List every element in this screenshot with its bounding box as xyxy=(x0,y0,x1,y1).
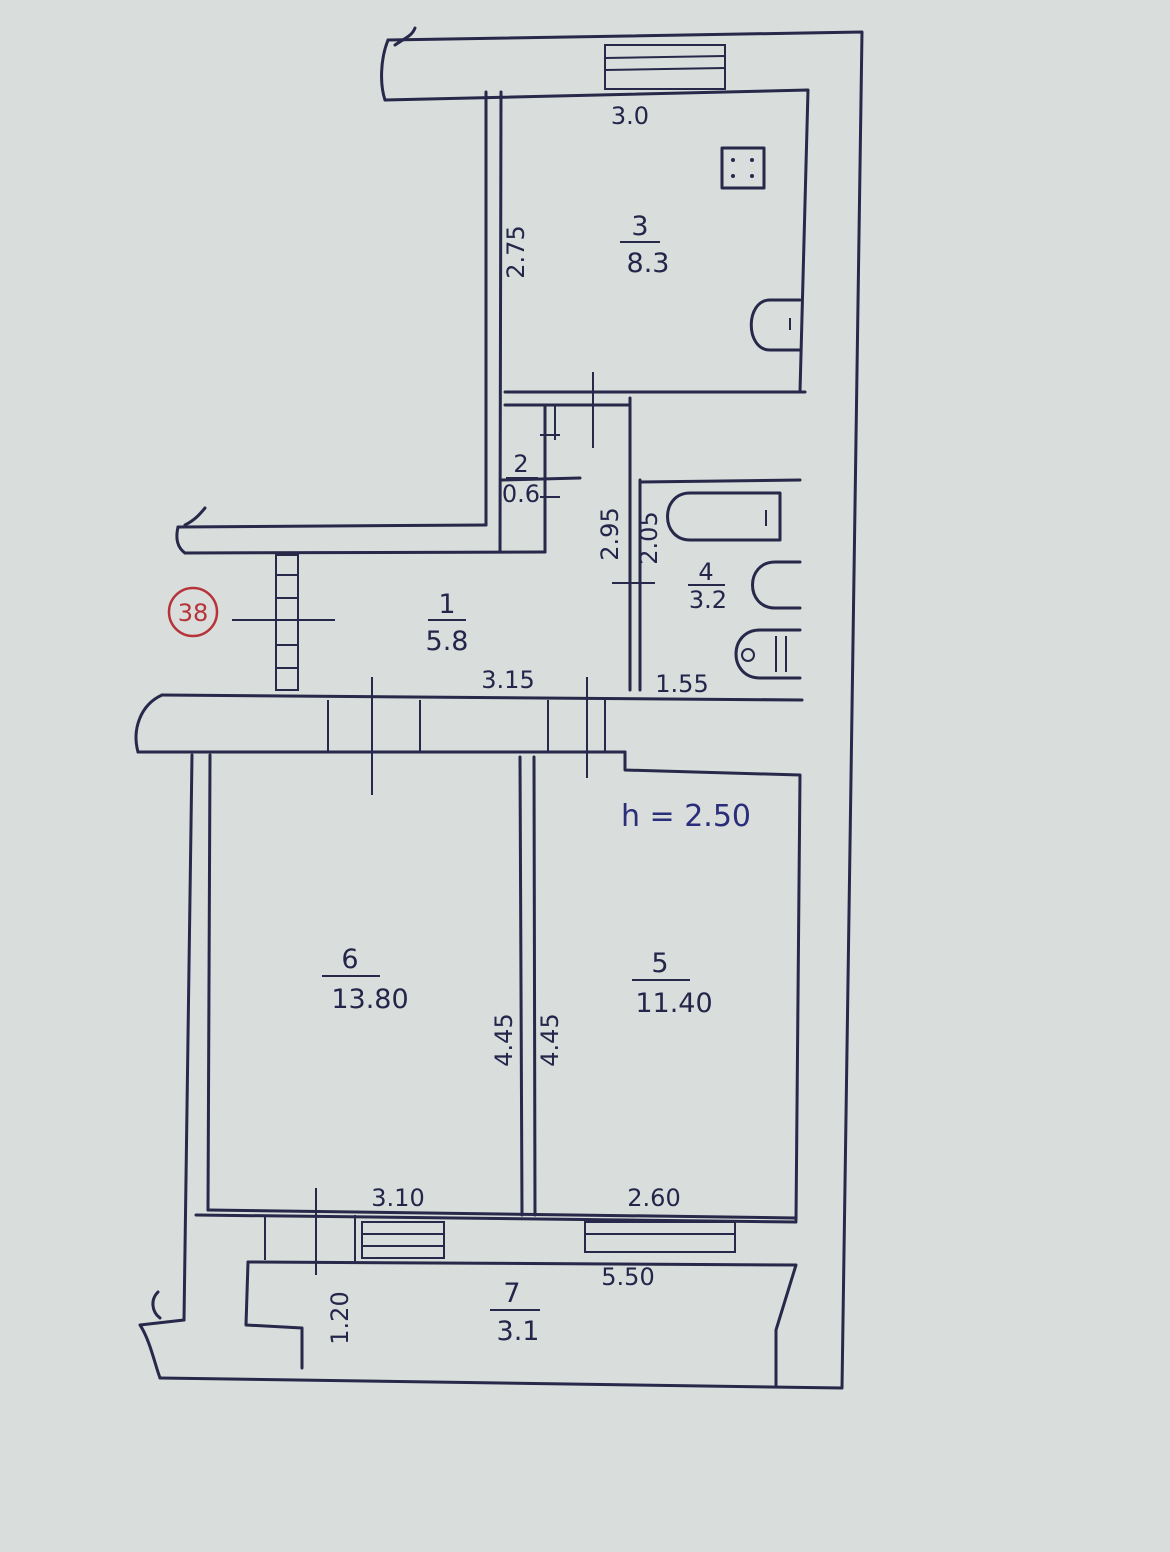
kitchen-width-label: 3.0 xyxy=(611,102,649,130)
stove-burners xyxy=(731,158,754,178)
wall-break-corridor xyxy=(134,693,164,754)
wall-break-left xyxy=(175,525,187,555)
room-5-area: 11.40 xyxy=(635,988,712,1019)
apartment-number-badge: 38 xyxy=(167,586,219,638)
partition-wall-left xyxy=(518,755,524,1217)
fixtures xyxy=(666,146,802,680)
ceiling-height-note: h = 2.50 xyxy=(621,799,751,834)
bath-depth-inner-label: 2.05 xyxy=(635,511,663,564)
stove-icon xyxy=(720,146,766,190)
dimension-labels: 3.0 2.75 3.15 1.55 2.95 2.05 4.45 4.45 3… xyxy=(326,102,709,1345)
room-3-number: 3 xyxy=(631,211,648,242)
bath-top-wall xyxy=(638,478,802,484)
kitchen-top-wall xyxy=(383,88,810,394)
kitchen-depth-label: 2.75 xyxy=(502,225,530,278)
partition-wall-right xyxy=(532,755,537,1217)
balcony-width-label: 5.50 xyxy=(601,1263,654,1291)
corridor-top-wall xyxy=(160,693,804,702)
storage-shelf xyxy=(500,476,582,482)
bath-depth-outer-label: 2.95 xyxy=(596,507,624,560)
balcony-depth-label: 1.20 xyxy=(326,1291,354,1344)
room6-left-wall xyxy=(206,753,212,1212)
room6-width-label: 3.10 xyxy=(371,1184,424,1212)
hall-top-wall-outer xyxy=(176,523,488,529)
room-7-area: 3.1 xyxy=(497,1316,540,1347)
toilet-icon xyxy=(734,628,802,680)
room-labels: 1 5.8 2 0.6 3 8.3 4 3.2 5 11.40 6 13.80 … xyxy=(322,211,727,1347)
kitchen-window-pane-1 xyxy=(604,55,726,59)
openings xyxy=(232,44,736,1275)
room-7-number: 7 xyxy=(503,1278,520,1309)
apartment-number: 38 xyxy=(178,599,209,627)
bath-width-label: 1.55 xyxy=(655,670,708,698)
washbasin-icon xyxy=(751,560,802,610)
left-outer-wall xyxy=(182,753,194,1322)
kitchen-window xyxy=(604,44,726,90)
room6-depth-label: 4.45 xyxy=(490,1013,518,1066)
outer-wall-right xyxy=(158,30,864,1390)
facade-wall-outer xyxy=(194,1213,798,1224)
room5-width-label: 2.60 xyxy=(627,1184,680,1212)
room-2-number: 2 xyxy=(513,450,528,478)
room-3-area: 8.3 xyxy=(627,248,670,279)
balcony-outline xyxy=(246,1260,798,1387)
kitchen-wall-break xyxy=(380,38,390,102)
entrance-door xyxy=(275,554,299,691)
bathtub-icon xyxy=(666,491,782,542)
kitchen-window-pane-2 xyxy=(604,67,726,71)
wall-break-balcony xyxy=(151,1290,162,1320)
room5-window xyxy=(584,1221,736,1253)
room5-depth-label: 4.45 xyxy=(536,1013,564,1066)
room-4-number: 4 xyxy=(698,558,713,586)
room-6-area: 13.80 xyxy=(331,984,408,1015)
facade-wall-inner xyxy=(206,1208,798,1220)
outer-walls xyxy=(134,26,864,1390)
room-5-number: 5 xyxy=(651,948,668,979)
balcony-left-corner xyxy=(138,1318,186,1380)
inner-walls xyxy=(500,390,807,692)
wall-break-tick xyxy=(393,26,417,47)
room6-window xyxy=(361,1221,445,1259)
room5-outer-wall xyxy=(623,750,802,1222)
room-1-number: 1 xyxy=(438,589,455,620)
room-2-area: 0.6 xyxy=(502,480,540,508)
badge-circle xyxy=(167,586,219,638)
toilet-bowl-icon xyxy=(741,648,755,662)
kitchen-left-wall-inner xyxy=(498,90,503,554)
wall-break-tick-2 xyxy=(183,506,207,527)
hall-width-label: 3.15 xyxy=(481,666,534,694)
hall-top-wall-inner xyxy=(183,550,547,555)
kitchen-sink-icon xyxy=(749,298,802,352)
balcony-left-jog xyxy=(244,1260,304,1370)
room-1-area: 5.8 xyxy=(426,626,469,657)
room-6-number: 6 xyxy=(341,944,358,975)
room-4-area: 3.2 xyxy=(689,586,727,614)
